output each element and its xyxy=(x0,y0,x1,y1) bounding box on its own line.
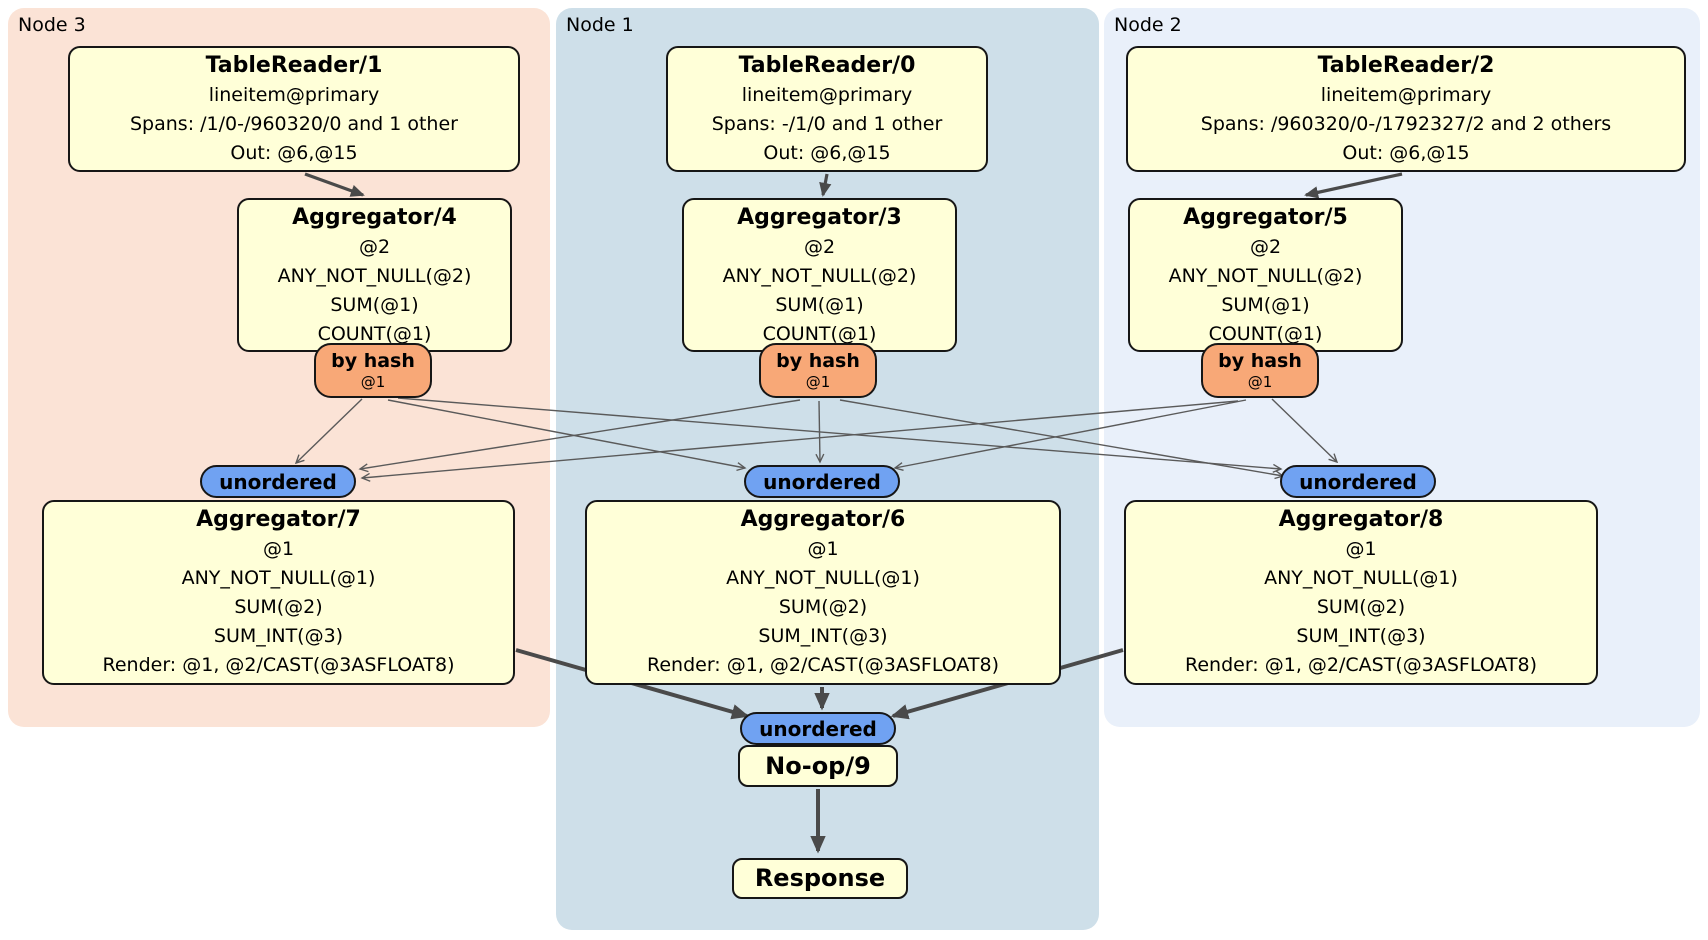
edge-tr2-agg5 xyxy=(1304,172,1403,199)
aggregator-8-group: @1 xyxy=(1345,538,1377,560)
tablereader-1-index: lineitem@primary xyxy=(208,84,380,106)
tablereader-0-title: TableReader/0 xyxy=(738,53,916,78)
tablereader-2-out: Out: @6,@15 xyxy=(1342,142,1470,164)
aggregator-3-fn: SUM(@1) xyxy=(775,294,864,316)
aggregator-4-fn: COUNT(@1) xyxy=(317,323,432,345)
aggregator-6-render: Render: @1, @2/CAST(@3ASFLOAT8) xyxy=(647,654,999,676)
region-node1-label: Node 1 xyxy=(566,14,634,36)
sync-unordered-node2: unordered xyxy=(1280,465,1436,498)
router-by-hash-node2: by hash @1 xyxy=(1201,343,1319,398)
router-by-hash-node1: by hash @1 xyxy=(759,343,877,398)
aggregator-5-fn: ANY_NOT_NULL(@2) xyxy=(1168,265,1363,287)
aggregator-5-fn: SUM(@1) xyxy=(1221,294,1310,316)
noop-9-title: No-op/9 xyxy=(765,751,871,780)
region-node2-label: Node 2 xyxy=(1114,14,1182,36)
sync-unordered-node3-label: unordered xyxy=(219,469,337,494)
edge-r3-u1 xyxy=(387,399,745,468)
aggregator-6-group: @1 xyxy=(807,538,839,560)
aggregator-7-group: @1 xyxy=(262,538,295,560)
tablereader-1-spans: Spans: /1/0-/960320/0 and 1 other xyxy=(130,113,458,135)
sync-unordered-node1-label: unordered xyxy=(763,469,881,494)
edge-r1-u1 xyxy=(819,400,820,462)
aggregator-4-fn: SUM(@1) xyxy=(330,294,419,316)
aggregator-7-render: Render: @1, @2/CAST(@3ASFLOAT8) xyxy=(102,654,455,676)
aggregator-5-group: @2 xyxy=(1249,236,1282,258)
aggregator-8-fn: SUM_INT(@3) xyxy=(1296,625,1426,647)
aggregator-3-fn: ANY_NOT_NULL(@2) xyxy=(722,265,917,287)
response-title: Response xyxy=(754,864,886,892)
aggregator-6-fn: SUM_INT(@3) xyxy=(758,625,888,647)
aggregator-7-title: Aggregator/7 xyxy=(196,507,361,532)
router-by-hash-node3-detail: @1 xyxy=(360,373,386,391)
aggregator-8-render: Render: @1, @2/CAST(@3ASFLOAT8) xyxy=(1185,654,1537,676)
edge-tr0-agg3 xyxy=(819,173,832,197)
sync-unordered-node1: unordered xyxy=(744,465,900,498)
processor-response: Response xyxy=(732,858,908,899)
router-by-hash-node1-detail: @1 xyxy=(805,373,831,391)
processor-aggregator-8: Aggregator/8 @1 ANY_NOT_NULL(@1) SUM(@2)… xyxy=(1124,500,1598,685)
aggregator-3-title: Aggregator/3 xyxy=(737,205,902,230)
router-by-hash-node3-label: by hash xyxy=(331,350,415,372)
aggregator-7-fn: ANY_NOT_NULL(@1) xyxy=(181,567,376,589)
sync-unordered-final-label: unordered xyxy=(759,716,877,741)
processor-tablereader-1: TableReader/1 lineitem@primary Spans: /1… xyxy=(68,46,520,172)
processor-aggregator-3: Aggregator/3 @2 ANY_NOT_NULL(@2) SUM(@1)… xyxy=(682,198,957,352)
aggregator-4-group: @2 xyxy=(358,236,391,258)
aggregator-8-fn: ANY_NOT_NULL(@1) xyxy=(1264,567,1458,589)
tablereader-0-out: Out: @6,@15 xyxy=(763,142,891,164)
tablereader-1-out: Out: @6,@15 xyxy=(230,142,358,164)
aggregator-3-group: @2 xyxy=(803,236,836,258)
sync-unordered-node3: unordered xyxy=(200,465,356,498)
processor-tablereader-0: TableReader/0 lineitem@primary Spans: -/… xyxy=(666,46,988,172)
tablereader-2-title: TableReader/2 xyxy=(1317,53,1495,78)
aggregator-8-title: Aggregator/8 xyxy=(1278,507,1444,532)
tablereader-2-index: lineitem@primary xyxy=(1320,84,1492,106)
aggregator-3-fn: COUNT(@1) xyxy=(762,323,877,345)
router-by-hash-node1-label: by hash xyxy=(776,350,860,372)
aggregator-4-fn: ANY_NOT_NULL(@2) xyxy=(277,265,472,287)
processor-aggregator-5: Aggregator/5 @2 ANY_NOT_NULL(@2) SUM(@1)… xyxy=(1128,198,1403,352)
tablereader-0-index: lineitem@primary xyxy=(741,84,913,106)
edge-r2-u2 xyxy=(1271,398,1337,462)
aggregator-8-fn: SUM(@2) xyxy=(1316,596,1406,618)
edge-r2-u3 xyxy=(362,400,1239,478)
aggregator-7-fn: SUM_INT(@3) xyxy=(213,625,344,647)
tablereader-1-title: TableReader/1 xyxy=(205,53,383,78)
edge-tr1-agg4 xyxy=(304,172,365,197)
processor-noop-9: No-op/9 xyxy=(738,745,898,787)
sync-unordered-node2-label: unordered xyxy=(1299,469,1417,494)
edge-r2-u1 xyxy=(895,399,1247,468)
aggregator-6-fn: ANY_NOT_NULL(@1) xyxy=(726,567,920,589)
processor-aggregator-6: Aggregator/6 @1 ANY_NOT_NULL(@1) SUM(@2)… xyxy=(585,500,1061,685)
processor-aggregator-4: Aggregator/4 @2 ANY_NOT_NULL(@2) SUM(@1)… xyxy=(237,198,512,352)
edge-r1-u3 xyxy=(360,399,801,469)
region-node3-label: Node 3 xyxy=(18,14,86,36)
edge-r3-u3 xyxy=(296,398,363,463)
tablereader-0-spans: Spans: -/1/0 and 1 other xyxy=(711,113,943,135)
processor-aggregator-7: Aggregator/7 @1 ANY_NOT_NULL(@1) SUM(@2)… xyxy=(42,500,515,685)
aggregator-4-title: Aggregator/4 xyxy=(292,205,457,230)
router-by-hash-node2-detail: @1 xyxy=(1247,373,1273,391)
aggregator-7-fn: SUM(@2) xyxy=(234,596,323,618)
processor-tablereader-2: TableReader/2 lineitem@primary Spans: /9… xyxy=(1126,46,1686,172)
aggregator-5-title: Aggregator/5 xyxy=(1183,205,1348,230)
sync-unordered-final: unordered xyxy=(740,712,896,745)
edge-r1-u2 xyxy=(839,399,1283,476)
router-by-hash-node3: by hash @1 xyxy=(314,343,432,398)
aggregator-5-fn: COUNT(@1) xyxy=(1208,323,1323,345)
router-by-hash-node2-label: by hash xyxy=(1218,350,1302,372)
tablereader-2-spans: Spans: /960320/0-/1792327/2 and 2 others xyxy=(1200,113,1612,135)
aggregator-6-title: Aggregator/6 xyxy=(740,507,906,532)
aggregator-6-fn: SUM(@2) xyxy=(778,596,868,618)
router-edges-thin xyxy=(296,397,1337,478)
edge-r3-u2 xyxy=(397,397,1281,469)
